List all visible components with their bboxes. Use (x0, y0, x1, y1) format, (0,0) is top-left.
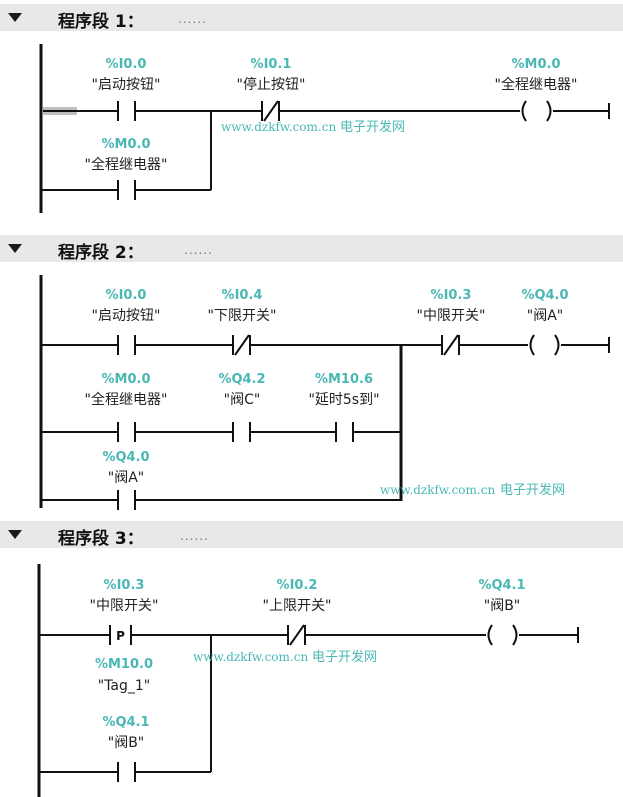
operand-address: %I0.3 (104, 578, 145, 593)
operand-tag[interactable]: "阀B" (108, 735, 144, 751)
collapse-triangle-icon[interactable] (8, 244, 22, 253)
segment-header-2[interactable]: 程序段 2： ...... (0, 235, 623, 263)
contact-no-m0-0[interactable] (117, 180, 136, 200)
operand-address: %Q4.1 (478, 578, 525, 593)
operand-tag[interactable]: "Tag_1" (98, 678, 151, 694)
network-1: %I0.0 "启动按钮" %I0.1 "停止按钮" %M0.0 "全程继电器" … (39, 44, 610, 213)
operand-tag[interactable]: "阀B" (484, 598, 520, 614)
operand-address: %I0.1 (251, 57, 292, 72)
coil-m0-0[interactable] (521, 100, 552, 122)
operand-tag[interactable]: "中限开关" (90, 598, 159, 614)
contact-nc-lower-limit[interactable] (232, 334, 251, 356)
contact-no-q4-1[interactable] (117, 762, 136, 782)
watermark-name: 电子开发网 (340, 119, 405, 135)
coil-q4-1[interactable] (487, 624, 518, 646)
operand-address: %Q4.0 (521, 288, 568, 303)
collapse-triangle-icon[interactable] (8, 13, 22, 22)
contact-no-q4-0[interactable] (117, 490, 136, 510)
segment-title: 程序段 3： (58, 529, 144, 549)
contact-no-m10-6[interactable] (335, 422, 354, 442)
operand-tag[interactable]: "中限开关" (417, 308, 486, 324)
operand-address: %M10.0 (95, 657, 153, 672)
operand-tag[interactable]: "延时5s到" (308, 392, 379, 408)
watermark-url: www.dzkfw.com.cn (380, 483, 495, 497)
operand-tag[interactable]: "全程继电器" (85, 156, 168, 173)
operand-address: %M0.0 (102, 372, 151, 387)
watermark-url: www.dzkfw.com.cn (221, 120, 336, 134)
contact-nc-stop-button[interactable] (261, 100, 280, 122)
operand-tag[interactable]: "下限开关" (208, 308, 277, 324)
operand-tag[interactable]: "阀C" (224, 392, 261, 408)
segment-header-1[interactable]: 程序段 1： ...... (0, 4, 623, 32)
contact-no-q4-2[interactable] (232, 422, 251, 442)
operand-address: %I0.4 (222, 288, 263, 303)
contact-no-start-button[interactable] (117, 101, 136, 121)
contact-nc-middle-limit[interactable] (441, 334, 460, 356)
operand-address: %I0.0 (106, 57, 147, 72)
operand-address: %M0.0 (512, 57, 561, 72)
watermark-name: 电子开发网 (500, 482, 565, 498)
segment-header-3[interactable]: 程序段 3： ...... (0, 521, 623, 549)
contact-p-edge-middle-limit[interactable]: P (109, 625, 132, 645)
operand-tag[interactable]: "上限开关" (263, 598, 332, 614)
operand-address: %Q4.0 (102, 450, 149, 465)
operand-address: %I0.2 (277, 578, 318, 593)
operand-address: %M10.6 (315, 372, 373, 387)
operand-tag[interactable]: "启动按钮" (92, 308, 161, 324)
operand-tag[interactable]: "全程继电器" (85, 391, 168, 408)
operand-address: %Q4.1 (102, 715, 149, 730)
operand-address: %M0.0 (102, 137, 151, 152)
watermark-name: 电子开发网 (312, 649, 377, 665)
operand-address: %Q4.2 (218, 372, 265, 387)
operand-tag[interactable]: "启动按钮" (92, 77, 161, 93)
operand-address: %I0.0 (106, 288, 147, 303)
segment-title: 程序段 1： (58, 12, 144, 32)
segment-comment[interactable]: ...... (180, 529, 209, 543)
coil-q4-0[interactable] (529, 334, 560, 356)
watermark-url: www.dzkfw.com.cn (193, 650, 308, 664)
contact-no-start-button[interactable] (117, 335, 136, 355)
collapse-triangle-icon[interactable] (8, 530, 22, 539)
segment-comment[interactable]: ...... (184, 243, 213, 257)
operand-tag[interactable]: "全程继电器" (495, 76, 578, 93)
contact-no-m0-0[interactable] (117, 422, 136, 442)
contact-nc-upper-limit[interactable] (287, 624, 306, 646)
operand-address: %I0.3 (431, 288, 472, 303)
operand-tag[interactable]: "停止按钮" (237, 76, 306, 93)
operand-tag[interactable]: "阀A" (527, 308, 563, 324)
segment-comment[interactable]: ...... (178, 12, 207, 26)
operand-tag[interactable]: "阀A" (108, 470, 144, 486)
edge-type-label: P (116, 629, 125, 643)
network-3: P %I0.3 "中限开关" %M10.0 "Tag_1" %I0.2 "上限开… (37, 564, 579, 797)
network-2: %I0.0 "启动按钮" %I0.4 "下限开关" %I0.3 "中限开关" %… (39, 275, 610, 510)
segment-title: 程序段 2： (58, 243, 144, 263)
